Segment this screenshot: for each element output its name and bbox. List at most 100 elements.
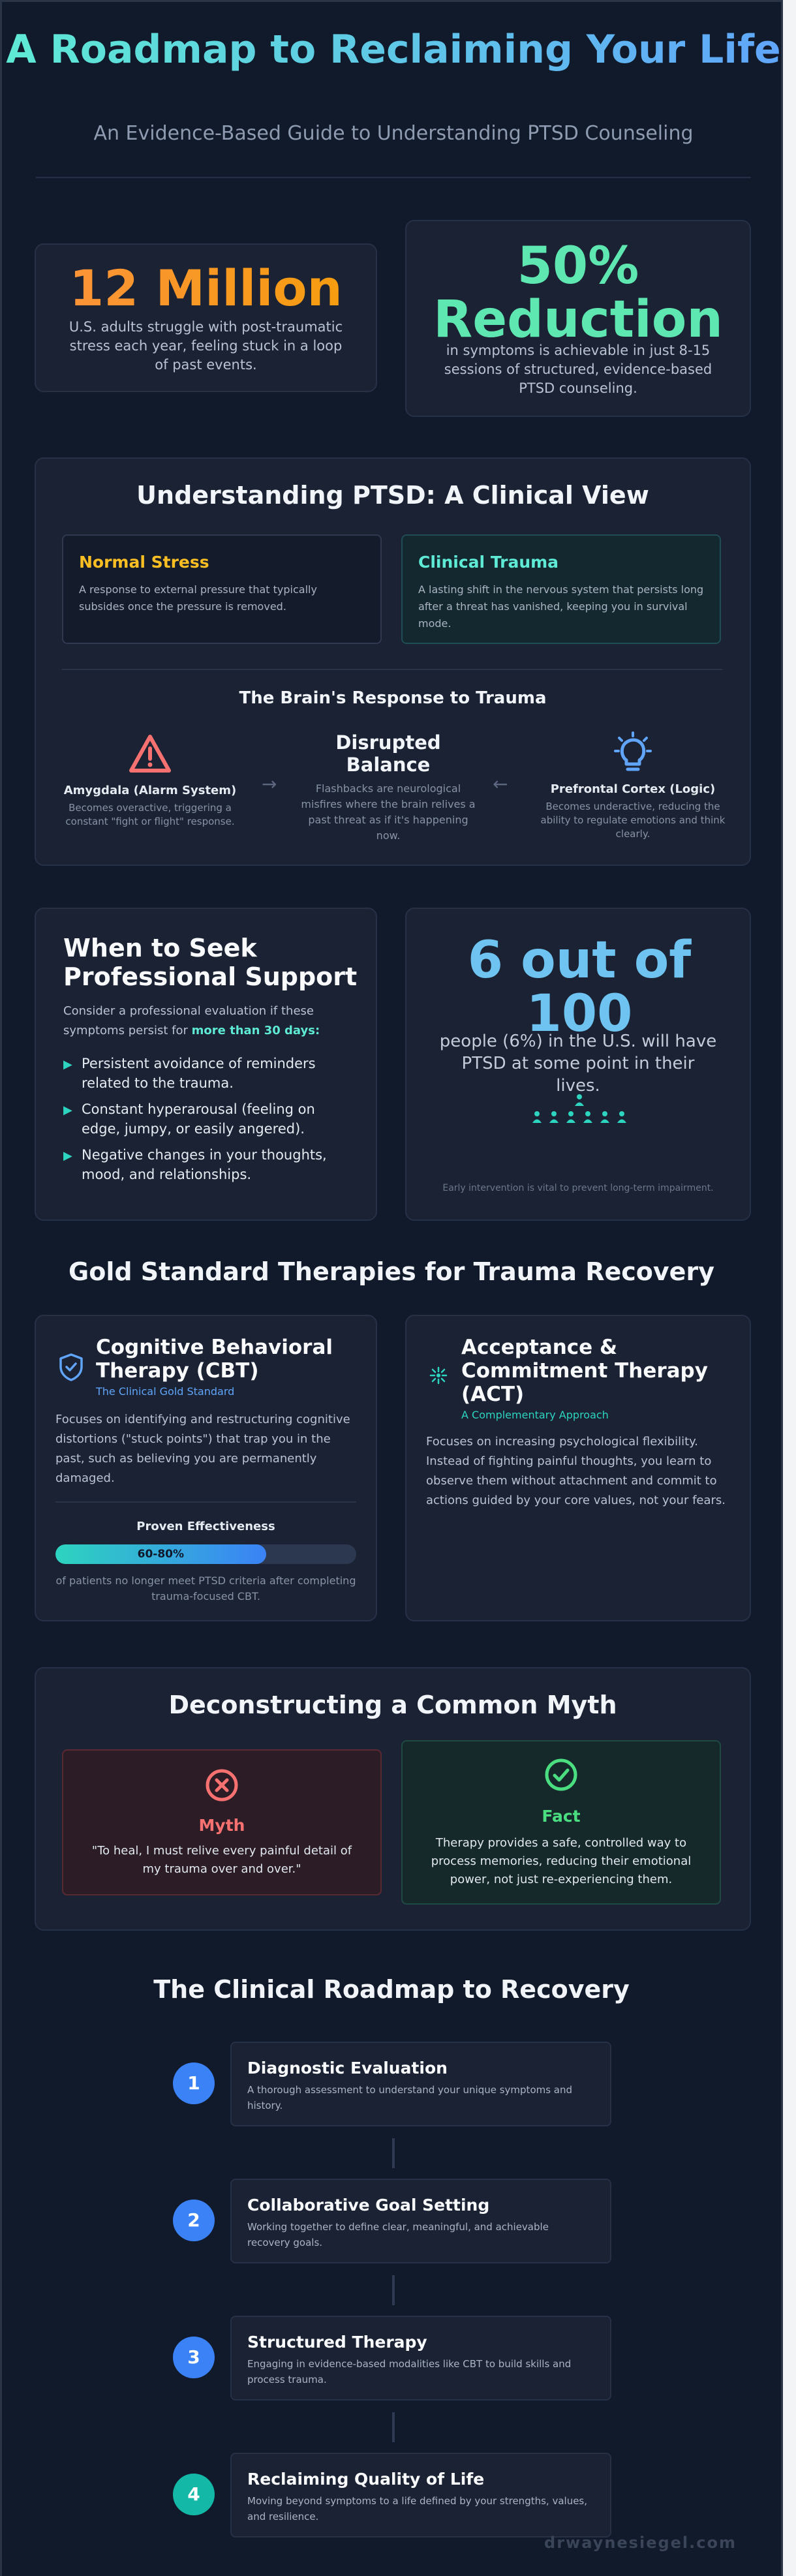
- normal-stress-card: Normal Stress A response to external pre…: [62, 534, 382, 644]
- step-text: Working together to define clear, meanin…: [247, 2221, 549, 2248]
- when-intro-text: Consider a professional evaluation if th…: [63, 1004, 314, 1037]
- roadmap-step-card: Diagnostic Evaluation A thorough assessm…: [230, 2042, 611, 2126]
- step-number: 1: [173, 2062, 215, 2104]
- myth-section-title: Deconstructing a Common Myth: [168, 1691, 617, 1719]
- symptom-text: Constant hyperarousal (feeling on edge, …: [82, 1101, 315, 1137]
- myth-label: Myth: [198, 1816, 245, 1835]
- x-circle-icon: [63, 1768, 380, 1805]
- when-title: When to Seek Professional Support: [63, 934, 358, 991]
- symptom-text: Negative changes in your thoughts, mood,…: [82, 1147, 327, 1182]
- clinical-trauma-text: A lasting shift in the nervous system th…: [418, 583, 704, 630]
- step-connector: [392, 2138, 395, 2168]
- prevalence-value: 6 out of 100: [467, 931, 692, 1043]
- symptom-text: Persistent avoidance of reminders relate…: [82, 1056, 316, 1091]
- roadmap-step-card: Reclaiming Quality of Life Moving beyond…: [230, 2453, 611, 2538]
- step-text: Moving beyond symptoms to a life defined…: [247, 2495, 588, 2522]
- when-intro: Consider a professional evaluation if th…: [63, 1002, 350, 1041]
- act-text: Focuses on increasing psychological flex…: [426, 1435, 726, 1507]
- check-circle-icon: [403, 1757, 720, 1795]
- page-subtitle: An Evidence-Based Guide to Understanding…: [93, 122, 694, 145]
- lightbulb-icon: [538, 731, 727, 777]
- symptom-item: ▶ Negative changes in your thoughts, mood…: [63, 1145, 350, 1184]
- effectiveness-bar-fill: [55, 1544, 266, 1564]
- clinical-view-section: Understanding PTSD: A Clinical View Norm…: [35, 457, 751, 866]
- stat-description: in symptoms is achievable in just 8-15 s…: [444, 343, 712, 396]
- stat-value-line2: Reduction: [433, 290, 723, 349]
- page-edge: [783, 0, 796, 2576]
- person-icon: [532, 1111, 542, 1123]
- prevalence-card: 6 out of 100 people (6%) in the U.S. wil…: [405, 908, 751, 1221]
- cbt-card: Cognitive Behavioral Therapy (CBT) The C…: [35, 1315, 377, 1621]
- stat-card-12-million: 12 Million U.S. adults struggle with pos…: [35, 243, 377, 392]
- arrow-right-icon: →: [262, 773, 277, 795]
- stat-card-50-reduction: 50% Reduction in symptoms is achievable …: [405, 220, 751, 417]
- shield-check-icon: [58, 1353, 84, 1384]
- effectiveness-caption: of patients no longer meet PTSD criteria…: [55, 1574, 356, 1602]
- play-bullet-icon: ▶: [63, 1103, 72, 1117]
- person-icon: [617, 1111, 626, 1123]
- when-intro-emphasis: more than 30 days:: [191, 1024, 320, 1037]
- cbt-divider: [55, 1501, 356, 1503]
- step-number: 3: [173, 2337, 215, 2378]
- section-divider: [62, 669, 722, 670]
- warning-icon: [62, 733, 238, 778]
- act-subtitle: A Complementary Approach: [461, 1409, 609, 1421]
- disrupted-balance-text: Flashbacks are neurological misfires whe…: [301, 782, 476, 842]
- roadmap-title: The Clinical Roadmap to Recovery: [153, 1975, 630, 2004]
- effectiveness-label: Proven Effectiveness: [136, 1520, 275, 1533]
- myth-text: "To heal, I must relive every painful de…: [91, 1844, 352, 1876]
- step-title: Diagnostic Evaluation: [247, 2059, 448, 2078]
- clinical-trauma-title: Clinical Trauma: [418, 553, 559, 572]
- stat-value: 12 Million: [36, 259, 376, 317]
- prevalence-text: people (6%) in the U.S. will have PTSD a…: [439, 1032, 717, 1096]
- symptom-item: ▶ Constant hyperarousal (feeling on edge,…: [63, 1099, 350, 1139]
- cbt-text: Focuses on identifying and restructuring…: [55, 1413, 350, 1485]
- roadmap-step-card: Collaborative Goal Setting Working toget…: [230, 2179, 611, 2263]
- myth-section: Deconstructing a Common Myth Myth "To he…: [35, 1667, 751, 1931]
- person-icon: [600, 1111, 609, 1123]
- step-number: 2: [173, 2200, 215, 2241]
- disrupted-balance-title: Disrupted Balance: [335, 731, 441, 776]
- fact-label: Fact: [542, 1807, 581, 1826]
- amygdala-text: Becomes overactive, triggering a constan…: [65, 802, 235, 827]
- header-divider: [36, 177, 751, 178]
- disrupted-balance-column: Disrupted Balance Flashbacks are neurolo…: [300, 731, 476, 844]
- effectiveness-value: 60-80%: [137, 1548, 185, 1561]
- prefrontal-column: Prefrontal Cortex (Logic) Becomes undera…: [538, 731, 727, 841]
- fact-card: Fact Therapy provides a safe, controlled…: [401, 1740, 721, 1905]
- person-icon: [583, 1111, 592, 1123]
- step-title: Reclaiming Quality of Life: [247, 2470, 485, 2489]
- person-icon: [549, 1111, 559, 1123]
- roadmap-step-card: Structured Therapy Engaging in evidence-…: [230, 2316, 611, 2400]
- page-title: A Roadmap to Reclaiming Your Life: [2, 28, 785, 71]
- play-bullet-icon: ▶: [63, 1149, 72, 1163]
- when-to-seek-card: When to Seek Professional Support Consid…: [35, 908, 377, 1221]
- step-connector: [392, 2275, 395, 2305]
- cbt-title: Cognitive Behavioral Therapy (CBT): [96, 1336, 333, 1383]
- step-number: 4: [173, 2474, 215, 2515]
- arrow-left-icon: ←: [493, 773, 508, 795]
- section-title: Understanding PTSD: A Clinical View: [136, 481, 649, 510]
- effectiveness-bar: 60-80%: [55, 1544, 356, 1564]
- stat-value-line1: 50%: [517, 237, 639, 296]
- sparkle-icon: [429, 1366, 448, 1388]
- stat-description: U.S. adults struggle with post-traumatic…: [69, 319, 343, 373]
- step-title: Structured Therapy: [247, 2333, 427, 2352]
- cbt-subtitle: The Clinical Gold Standard: [96, 1385, 235, 1398]
- myth-card: Myth "To heal, I must relive every painf…: [62, 1749, 382, 1895]
- amygdala-title: Amygdala (Alarm System): [63, 784, 237, 797]
- symptom-item: ▶ Persistent avoidance of reminders relat…: [63, 1054, 350, 1093]
- site-watermark: drwaynesiegel.com: [544, 2534, 737, 2552]
- act-title: Acceptance & Commitment Therapy (ACT): [461, 1336, 708, 1406]
- normal-stress-title: Normal Stress: [79, 553, 209, 572]
- person-icon: [566, 1111, 575, 1123]
- step-text: Engaging in evidence-based modalities li…: [247, 2358, 572, 2385]
- person-icon: [575, 1094, 584, 1106]
- people-pyramid-icon: [514, 1090, 645, 1127]
- step-title: Collaborative Goal Setting: [247, 2196, 490, 2215]
- prefrontal-text: Becomes underactive, reducing the abilit…: [540, 801, 726, 840]
- play-bullet-icon: ▶: [63, 1058, 72, 1071]
- step-connector: [392, 2412, 395, 2442]
- fact-text: Therapy provides a safe, controlled way …: [431, 1836, 692, 1886]
